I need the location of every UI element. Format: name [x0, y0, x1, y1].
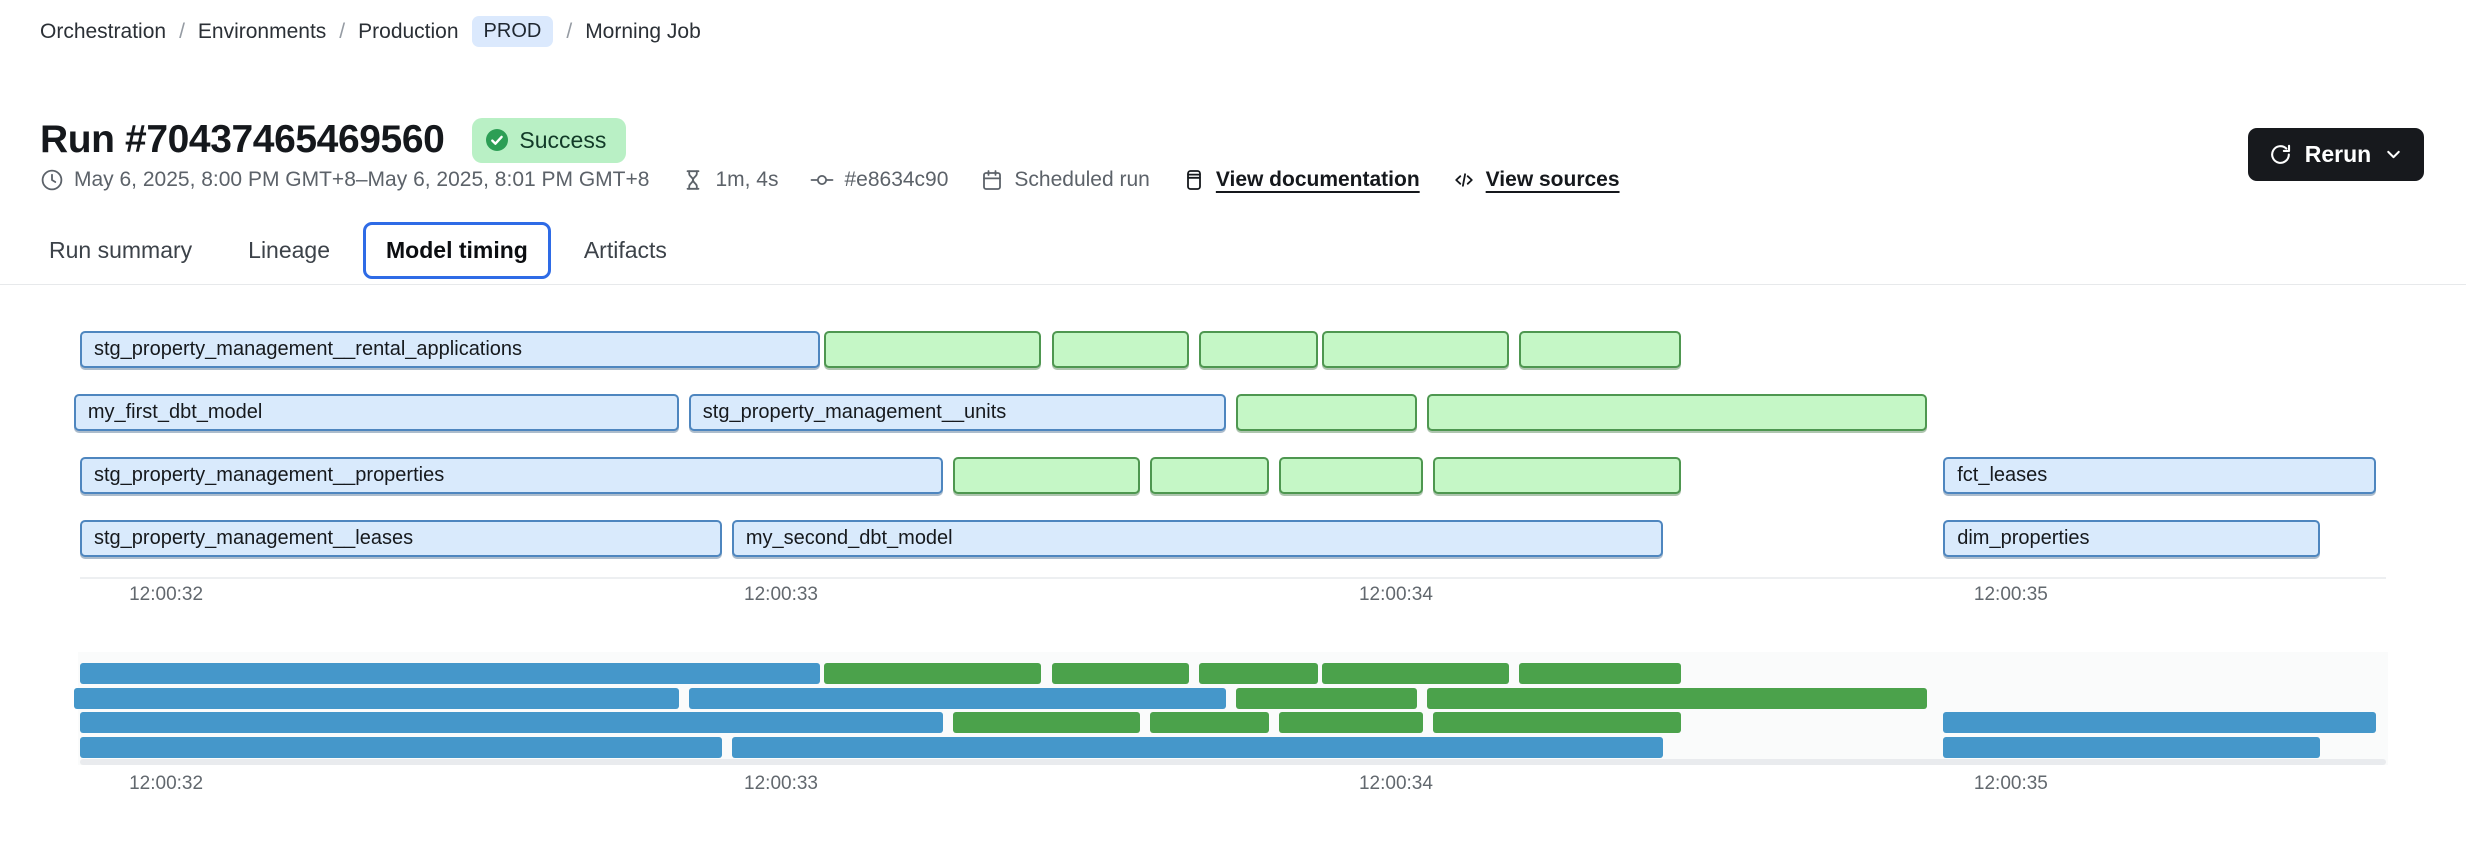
minimap-bar	[1426, 688, 1927, 709]
hourglass-icon	[687, 170, 700, 190]
breadcrumb-separator: /	[566, 19, 573, 43]
gantt-axis-tick: 12:00:33	[744, 584, 818, 605]
minimap-bar	[1199, 663, 1319, 684]
minimap-bar	[80, 712, 944, 733]
gantt-bar-stg_property_management__properties[interactable]: stg_property_management__properties	[80, 457, 944, 494]
gantt-bar-label: my_second_dbt_model	[745, 527, 953, 549]
minimap-bar	[1279, 712, 1423, 733]
breadcrumb-item-environments[interactable]: Environments	[197, 19, 327, 43]
meta-label[interactable]: View sources	[1485, 168, 1620, 191]
tabs-divider	[0, 284, 2466, 285]
breadcrumb-item-morning-job: Morning Job	[585, 19, 701, 43]
tab-bar: Run summary Lineage Model timing Artifacts	[26, 222, 690, 279]
minimap-axis-tick: 12:00:32	[129, 773, 204, 794]
gantt-bar-stg_property_management__leases[interactable]: stg_property_management__leases	[80, 520, 722, 557]
meta-label: May 6, 2025, 8:00 PM GMT+8–May 6, 2025, …	[74, 168, 650, 191]
breadcrumb-item-production[interactable]: Production	[358, 19, 459, 43]
minimap-bar	[731, 737, 1663, 758]
minimap-axis-tick: 12:00:34	[1358, 773, 1433, 794]
minimap-bar	[1943, 737, 2321, 758]
minimap-bar	[1236, 688, 1417, 709]
status-badge: Success	[472, 117, 627, 163]
meta-calendar: Scheduled run	[980, 168, 1150, 192]
gantt-bar-test[interactable]	[1322, 331, 1509, 368]
rerun-label: Rerun	[2304, 141, 2372, 167]
gantt-bar-stg_property_management__rental_applications[interactable]: stg_property_management__rental_applicat…	[80, 331, 821, 368]
minimap-bar	[1518, 663, 1681, 684]
minimap-bar	[1322, 663, 1509, 684]
breadcrumb-separator: /	[179, 19, 185, 43]
minimap-bar	[688, 688, 1226, 709]
minimap-bar	[1051, 663, 1190, 684]
page-title: Run #70437465469560	[40, 118, 445, 162]
chevron-down-icon[interactable]	[2383, 144, 2404, 165]
tab-artifacts[interactable]: Artifacts	[583, 237, 667, 263]
tab-run-summary[interactable]: Run summary	[49, 237, 193, 263]
breadcrumb: Orchestration / Environments / Production PRO…	[40, 16, 701, 47]
gantt-bar-test[interactable]	[953, 457, 1140, 494]
gantt-bar-test[interactable]	[824, 331, 1042, 368]
gantt-bar-test[interactable]	[1051, 331, 1190, 368]
minimap-bar	[73, 688, 679, 709]
meta-label: 1m, 4s	[715, 168, 779, 191]
minimap-bar	[1432, 712, 1681, 733]
documentation-icon	[1186, 170, 1201, 190]
meta-hourglass: 1m, 4s	[681, 168, 778, 192]
commit-icon	[811, 175, 834, 185]
minimap-axis-tick: 12:00:33	[744, 773, 818, 794]
gantt-axis-tick: 12:00:34	[1358, 584, 1433, 605]
gantt-bar-label: dim_properties	[1957, 527, 2090, 549]
meta-label: Scheduled run	[1014, 168, 1150, 191]
rerun-button[interactable]: Rerun	[2248, 128, 2424, 181]
tab-lineage[interactable]: Lineage	[248, 237, 331, 263]
gantt-bar-test[interactable]	[1279, 457, 1423, 494]
meta-row: May 6, 2025, 8:00 PM GMT+8–May 6, 2025, …	[40, 168, 1620, 192]
meta-clock: May 6, 2025, 8:00 PM GMT+8–May 6, 2025, …	[40, 168, 649, 192]
environment-badge: PROD	[471, 16, 554, 47]
gantt-bar-test[interactable]	[1518, 331, 1681, 368]
gantt-bar-test[interactable]	[1149, 457, 1269, 494]
gantt-bar-my_second_dbt_model[interactable]: my_second_dbt_model	[731, 520, 1663, 557]
title-row: Run #70437465469560 Success	[40, 92, 627, 188]
minimap-scrollbar[interactable]	[80, 759, 2386, 765]
calendar-icon	[983, 170, 1002, 190]
gantt-bar-test[interactable]	[1432, 457, 1681, 494]
minimap-bar	[80, 663, 821, 684]
gantt-bar-label: stg_property_management__properties	[94, 464, 445, 486]
minimap-bar	[1943, 712, 2376, 733]
meta-code[interactable]: View sources	[1452, 168, 1620, 192]
meta-documentation[interactable]: View documentation	[1182, 168, 1420, 192]
gantt-bar-my_first_dbt_model[interactable]: my_first_dbt_model	[73, 394, 679, 431]
gantt-bar-test[interactable]	[1426, 394, 1927, 431]
clock-icon	[41, 169, 63, 191]
minimap-bar	[80, 737, 722, 758]
gantt-bar-label: my_first_dbt_model	[87, 401, 263, 423]
minimap-axis-tick: 12:00:35	[1973, 773, 2048, 794]
meta-commit: #e8634c90	[810, 168, 948, 192]
minimap-bar	[1149, 712, 1269, 733]
tab-model-timing[interactable]: Model timing	[363, 222, 551, 279]
meta-label[interactable]: View documentation	[1215, 168, 1420, 191]
check-icon	[486, 129, 509, 152]
gantt-axis-tick: 12:00:35	[1973, 584, 2048, 605]
status-label: Success	[519, 126, 607, 153]
gantt-bar-test[interactable]	[1236, 394, 1417, 431]
gantt-bar-label: fct_leases	[1957, 464, 2048, 486]
meta-label: #e8634c90	[844, 168, 949, 191]
gantt-bar-fct_leases[interactable]: fct_leases	[1943, 457, 2376, 494]
minimap-bar	[824, 663, 1042, 684]
refresh-icon	[2270, 144, 2290, 164]
breadcrumb-separator: /	[339, 19, 346, 43]
gantt-bar-label: stg_property_management__units	[702, 401, 1007, 423]
gantt-bar-stg_property_management__units[interactable]: stg_property_management__units	[688, 394, 1226, 431]
gantt-bar-label: stg_property_management__rental_applicat…	[94, 338, 523, 360]
gantt-axis-tick: 12:00:32	[129, 584, 204, 605]
gantt-axis-line	[80, 577, 2386, 579]
gantt-bar-dim_properties[interactable]: dim_properties	[1943, 520, 2321, 557]
minimap-bar	[953, 712, 1140, 733]
code-icon	[1454, 173, 1473, 187]
gantt-bar-test[interactable]	[1199, 331, 1319, 368]
breadcrumb-item-orchestration[interactable]: Orchestration	[40, 19, 167, 43]
gantt-bar-label: stg_property_management__leases	[94, 527, 414, 549]
